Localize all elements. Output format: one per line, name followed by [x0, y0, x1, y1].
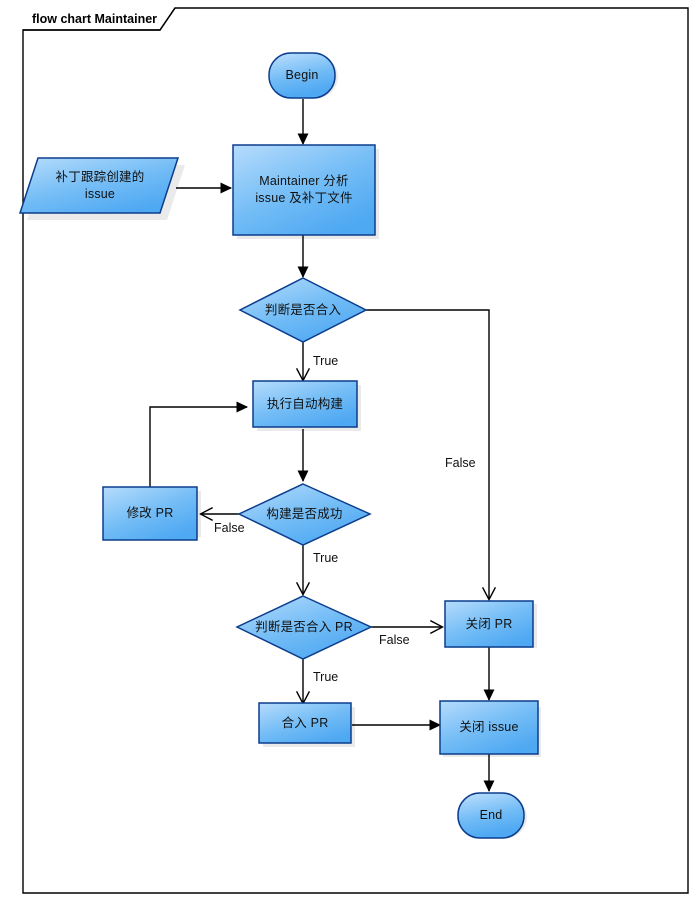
- node-modify-pr: [102, 486, 198, 541]
- node-merge-pr: [258, 702, 352, 744]
- frame-border: [22, 7, 689, 894]
- node-end: [457, 792, 525, 839]
- node-close-pr: [444, 600, 534, 648]
- edge-label-decide-merge-false: False: [445, 456, 476, 470]
- node-patch-issue: [18, 157, 180, 214]
- edge-decidemerge-false: [365, 309, 489, 599]
- edge-label-decide-pr-false: False: [379, 633, 410, 647]
- node-analyze: [232, 144, 376, 236]
- edge-label-build-ok-false: False: [214, 521, 245, 535]
- node-decide-merge: [238, 277, 368, 343]
- edge-label-decide-pr-true: True: [313, 670, 339, 684]
- node-shapes: [18, 52, 539, 839]
- node-begin: [268, 52, 336, 99]
- frame-title: flow chart Maintainer: [32, 12, 158, 26]
- node-build-ok: [237, 483, 372, 546]
- node-close-issue: [439, 700, 539, 755]
- node-auto-build: [252, 380, 358, 428]
- edge-modifypr-to-autobuild: [149, 401, 249, 489]
- edges: [149, 99, 489, 793]
- node-decide-pr: [235, 595, 373, 660]
- edge-label-decide-merge-true: True: [313, 354, 339, 368]
- edge-label-build-ok-true: True: [313, 551, 339, 565]
